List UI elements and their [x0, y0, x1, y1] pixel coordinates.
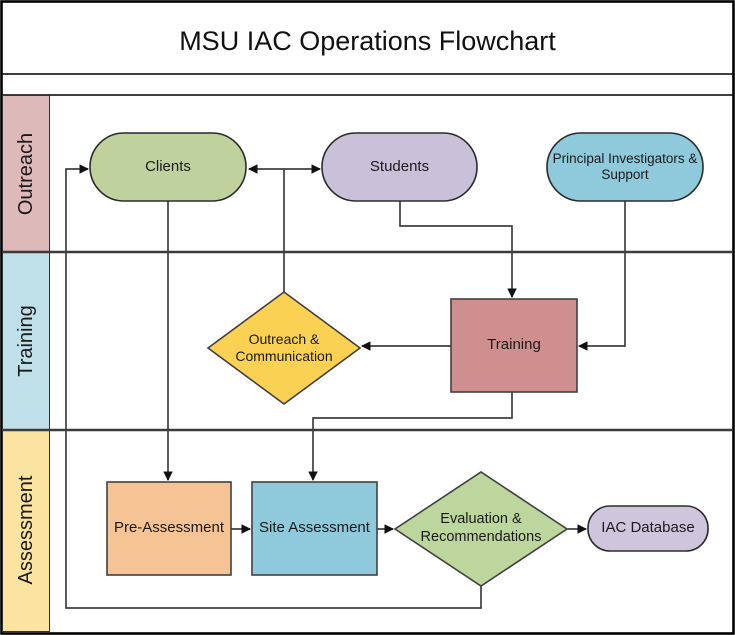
edge-evaluation-to-clients-feedback: [65, 164, 482, 609]
lane-cell-outreach: [2, 95, 50, 253]
diagram-title: MSU IAC Operations Flowchart: [179, 25, 556, 56]
node-pre-assessment-shape: [106, 481, 232, 576]
node-clients-shape: [89, 132, 247, 202]
lane-cell-training: [2, 252, 50, 431]
edge-students-to-training: [399, 201, 517, 298]
lane-cell-assessment: [2, 430, 50, 632]
node-outreach-communication-shape: [206, 291, 362, 405]
node-iac-database-shape: [587, 505, 709, 552]
edge-principal-investigators-to-training: [578, 201, 626, 351]
node-principal-investigators-shape: [546, 132, 704, 202]
node-site-assessment-shape: [251, 481, 378, 576]
node-students-shape: [321, 132, 478, 202]
edge-training-to-site-assessment: [308, 392, 513, 481]
node-training-shape: [450, 298, 578, 393]
node-evaluation-shape: [393, 471, 569, 587]
